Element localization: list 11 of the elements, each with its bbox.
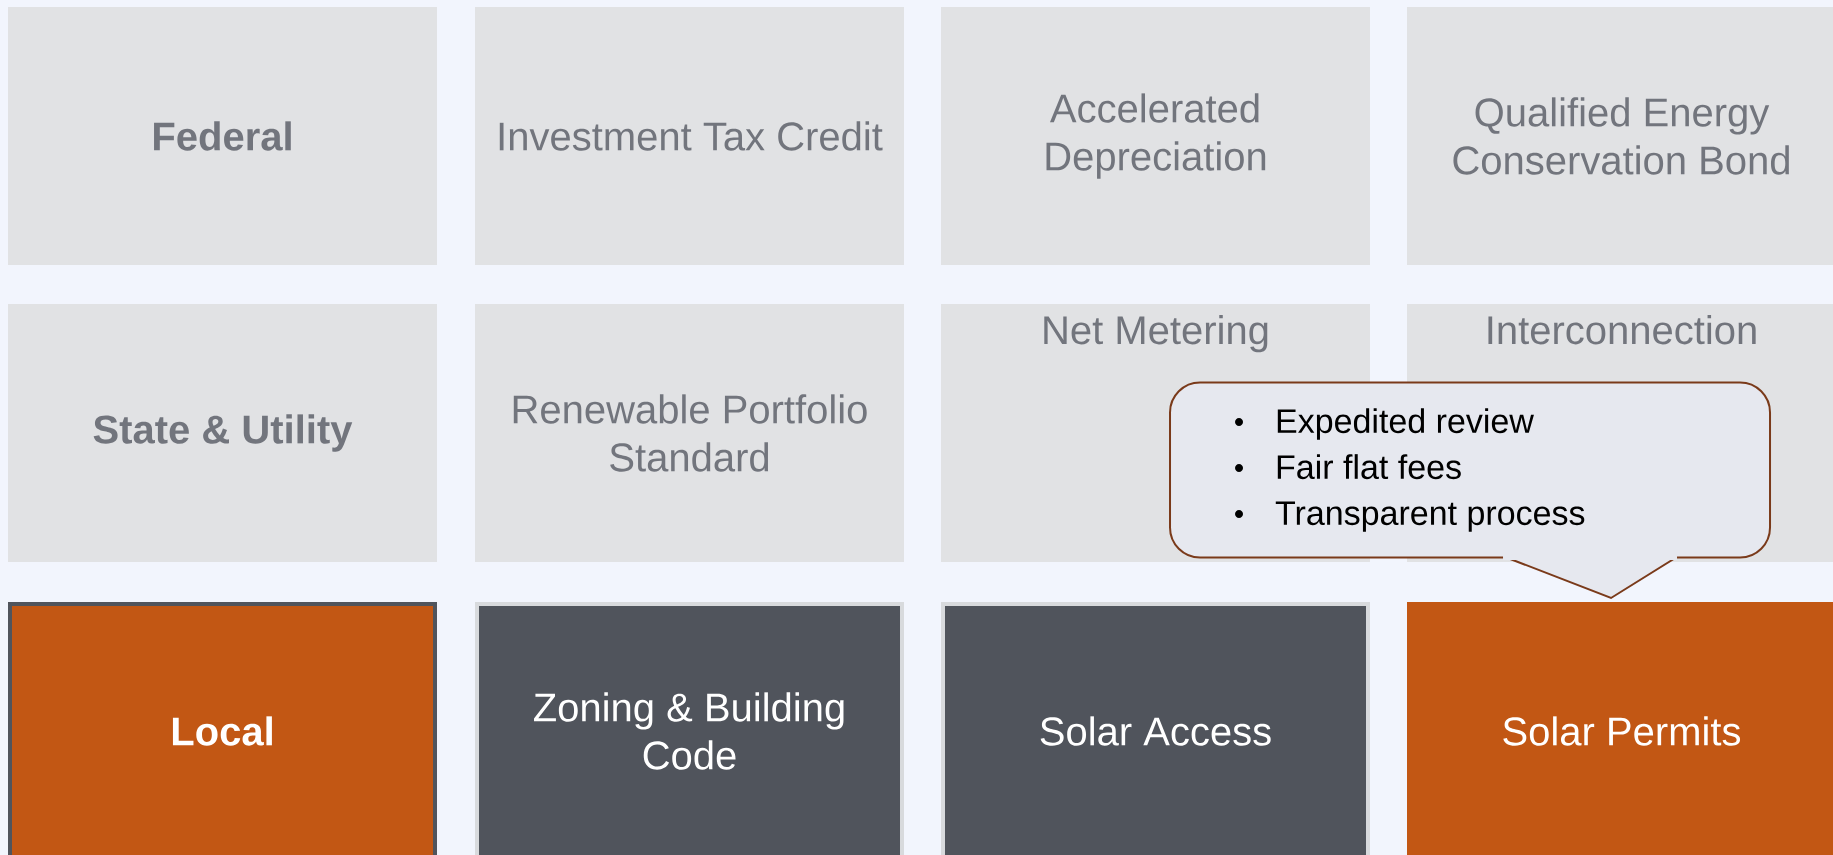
tile: Solar Access (941, 602, 1370, 855)
tile: Accelerated Depreciation (941, 7, 1370, 265)
category-tile: Local (8, 602, 437, 855)
tile: Zoning & Building Code (475, 602, 904, 855)
category-tile: State & Utility (8, 304, 437, 562)
callout: Expedited review Fair flat fees Transparent process (1169, 381, 1771, 600)
tile: Renewable Portfolio Standard (475, 304, 904, 562)
category-tile: Federal (8, 7, 437, 265)
tile: Solar Permits (1407, 602, 1833, 855)
tile: Investment Tax Credit (475, 7, 904, 265)
tile: Qualified Energy Conservation Bond (1407, 7, 1833, 265)
